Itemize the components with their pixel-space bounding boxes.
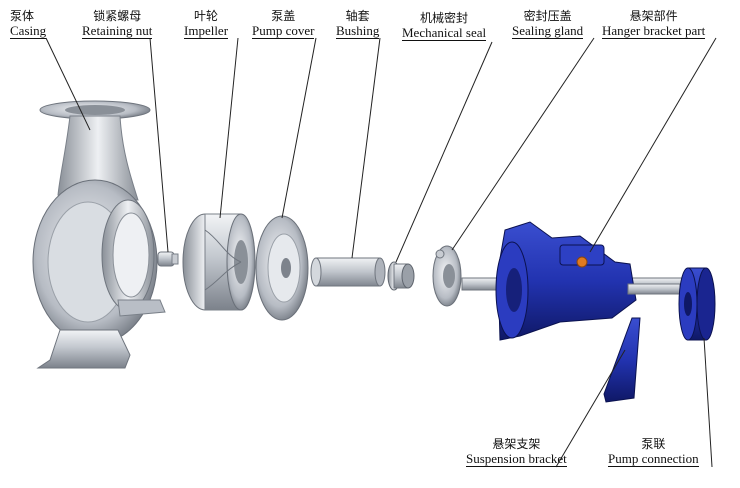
label-bushing-zh: 轴套 [345, 9, 370, 23]
label-mechanical-seal-zh: 机械密封 [420, 11, 469, 25]
label-sealing-gland-en: Sealing gland [512, 23, 584, 39]
leader-mechanical-seal [395, 41, 493, 263]
pump-cover-part [255, 215, 309, 321]
leader-casing [45, 37, 91, 131]
label-pump-connection: 泵联 Pump connection [608, 438, 699, 467]
leader-sealing-gland [451, 37, 595, 251]
label-suspension-bracket-en: Suspension bracket [466, 451, 567, 467]
label-pump-cover-zh: 泵盖 [271, 9, 296, 23]
casing-part [32, 100, 166, 369]
suspension-bracket-part [603, 317, 641, 403]
leader-pump-connection [703, 337, 713, 468]
label-casing: 泵体 Casing [10, 9, 47, 39]
label-sealing-gland: 密封压盖 Sealing gland [512, 9, 584, 39]
label-casing-zh: 泵体 [10, 9, 35, 23]
hanger-bracket-part [461, 221, 683, 341]
label-impeller: 叶轮 Impeller [184, 9, 229, 39]
label-pump-cover: 泵盖 Pump cover [252, 9, 315, 39]
impeller-part [182, 213, 256, 311]
label-retaining-nut-en: Retaining nut [82, 23, 153, 39]
sealing-gland-part [432, 245, 462, 307]
label-suspension-bracket: 悬架支架 Suspension bracket [466, 438, 567, 467]
label-suspension-bracket-zh: 悬架支架 [492, 437, 541, 451]
label-casing-en: Casing [10, 23, 47, 39]
label-sealing-gland-zh: 密封压盖 [523, 9, 572, 23]
leader-suspension-bracket [555, 349, 626, 468]
label-retaining-nut-zh: 锁紧螺母 [93, 9, 142, 23]
label-pump-connection-zh: 泵联 [641, 437, 666, 451]
retaining-nut-part [157, 251, 179, 267]
label-hanger-bracket-en: Hanger bracket part [602, 23, 706, 39]
label-pump-connection-en: Pump connection [608, 451, 699, 467]
leader-impeller [219, 37, 239, 219]
label-bushing: 轴套 Bushing [336, 9, 380, 39]
label-hanger-bracket-zh: 悬架部件 [629, 9, 678, 23]
label-impeller-en: Impeller [184, 23, 229, 39]
leader-pump-cover [281, 37, 317, 219]
label-impeller-zh: 叶轮 [194, 9, 219, 23]
leader-retaining-nut [149, 37, 169, 253]
leader-bushing [351, 37, 381, 259]
label-mechanical-seal: 机械密封 Mechanical seal [402, 11, 487, 41]
pump-connection-part [678, 267, 716, 341]
label-pump-cover-en: Pump cover [252, 23, 315, 39]
label-mechanical-seal-en: Mechanical seal [402, 25, 487, 41]
label-hanger-bracket: 悬架部件 Hanger bracket part [602, 9, 706, 39]
bushing-part [310, 257, 386, 287]
leader-lines [45, 37, 717, 468]
label-retaining-nut: 锁紧螺母 Retaining nut [82, 9, 153, 39]
label-bushing-en: Bushing [336, 23, 380, 39]
mechanical-seal-part [387, 261, 415, 291]
leader-hanger-bracket [589, 37, 717, 253]
